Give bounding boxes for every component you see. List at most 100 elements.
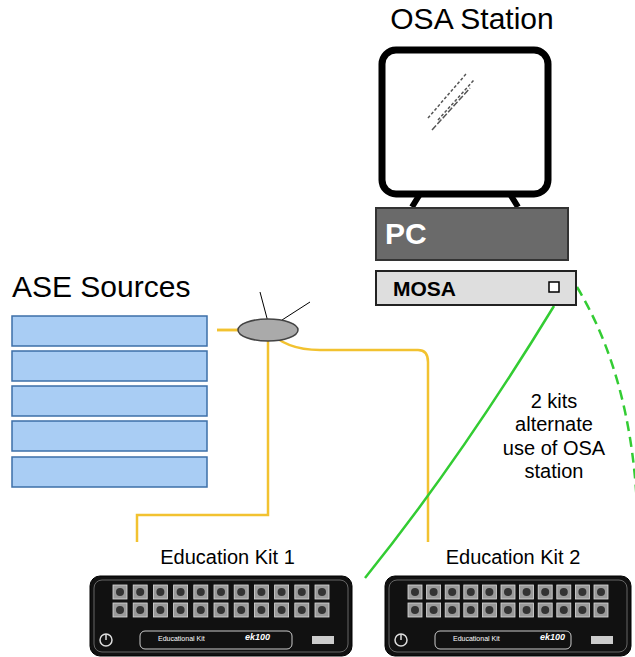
education-kit: Education Kit 1 <box>90 542 365 656</box>
node-text: ASE Sources <box>12 270 217 303</box>
kit-body <box>90 576 352 656</box>
patch-port <box>214 585 228 599</box>
patch-port <box>541 588 549 596</box>
patch-port <box>275 603 289 617</box>
patch-port <box>315 603 329 617</box>
power-knob <box>105 634 107 640</box>
patch-port <box>275 585 289 599</box>
patch-port <box>174 585 188 599</box>
patch-port <box>594 603 608 617</box>
patch-port <box>597 606 605 614</box>
monitor-illustration <box>382 50 548 207</box>
kit-connector <box>312 636 334 644</box>
patch-port <box>295 585 309 599</box>
kit-connector <box>591 636 613 644</box>
patch-port <box>234 585 248 599</box>
patch-port <box>254 585 268 599</box>
patch-port <box>560 606 568 614</box>
patch-port <box>295 603 309 617</box>
patch-port <box>156 588 164 596</box>
patch-port <box>136 606 144 614</box>
patch-port <box>113 585 127 599</box>
patch-port <box>575 603 589 617</box>
mosa-box: MOSA <box>375 270 577 306</box>
patch-port <box>257 606 265 614</box>
patch-port <box>408 585 422 599</box>
patch-port <box>194 603 208 617</box>
patch-port <box>597 588 605 596</box>
education-kit: Education Kit 2 <box>385 542 635 656</box>
ase-source-group: ASE Sources <box>12 270 217 488</box>
patch-port <box>411 606 419 614</box>
kit-body <box>385 576 631 656</box>
patch-port <box>298 588 306 596</box>
patch-port <box>485 606 493 614</box>
patch-port <box>197 588 205 596</box>
patch-port <box>427 603 441 617</box>
patch-port <box>430 606 438 614</box>
patch-port <box>485 588 493 596</box>
patch-port <box>560 588 568 596</box>
patch-port <box>427 585 441 599</box>
patch-port <box>298 606 306 614</box>
node-text: PC <box>377 209 567 250</box>
patch-port <box>467 606 475 614</box>
fiber-link <box>217 330 428 542</box>
patch-port <box>541 606 549 614</box>
patch-port <box>482 585 496 599</box>
patch-port <box>445 585 459 599</box>
patch-port <box>448 606 456 614</box>
patch-port <box>116 588 124 596</box>
patch-port <box>523 588 531 596</box>
patch-port <box>217 606 225 614</box>
patch-port <box>257 588 265 596</box>
patch-port <box>464 603 478 617</box>
patch-port <box>557 585 571 599</box>
pc-box: PC <box>375 207 569 261</box>
patch-port <box>464 585 478 599</box>
patch-port <box>177 606 185 614</box>
kit-bezel <box>94 580 348 652</box>
node-text: Education Kit 1 <box>90 542 365 568</box>
patch-port <box>116 606 124 614</box>
fiber-link <box>137 330 268 542</box>
patch-port <box>318 606 326 614</box>
patch-port <box>557 603 571 617</box>
patch-port <box>234 603 248 617</box>
patch-port <box>136 588 144 596</box>
patch-port <box>217 588 225 596</box>
model-number: ek100 <box>540 633 565 642</box>
patch-port <box>430 588 438 596</box>
patch-port <box>504 588 512 596</box>
power-knob <box>400 634 402 640</box>
node-text: Education Kit 2 <box>385 542 635 568</box>
patch-port <box>520 585 534 599</box>
patch-port <box>174 603 188 617</box>
patch-port <box>113 603 127 617</box>
patch-port <box>538 603 552 617</box>
kit-bezel <box>389 580 627 652</box>
plate-text: Educational Kit <box>158 635 205 642</box>
callout-note: 2 kits alternate use of OSA station <box>500 390 608 484</box>
optical-port <box>549 282 559 292</box>
patch-port <box>194 585 208 599</box>
patch-port <box>197 606 205 614</box>
patch-port <box>578 588 586 596</box>
patch-port <box>520 603 534 617</box>
patch-port <box>315 585 329 599</box>
power-knob <box>100 634 112 646</box>
kit-illustration <box>90 576 631 656</box>
patch-port <box>133 585 147 599</box>
station-title: OSA Station <box>372 2 572 42</box>
patch-port <box>278 588 286 596</box>
patch-port <box>578 606 586 614</box>
patch-port <box>594 585 608 599</box>
patch-port <box>408 603 422 617</box>
model-number: ek100 <box>245 633 270 642</box>
patch-port <box>448 588 456 596</box>
patch-port <box>538 585 552 599</box>
patch-port <box>318 588 326 596</box>
patch-port <box>254 603 268 617</box>
node-text: OSA Station <box>372 2 572 35</box>
name-plate <box>140 631 292 649</box>
